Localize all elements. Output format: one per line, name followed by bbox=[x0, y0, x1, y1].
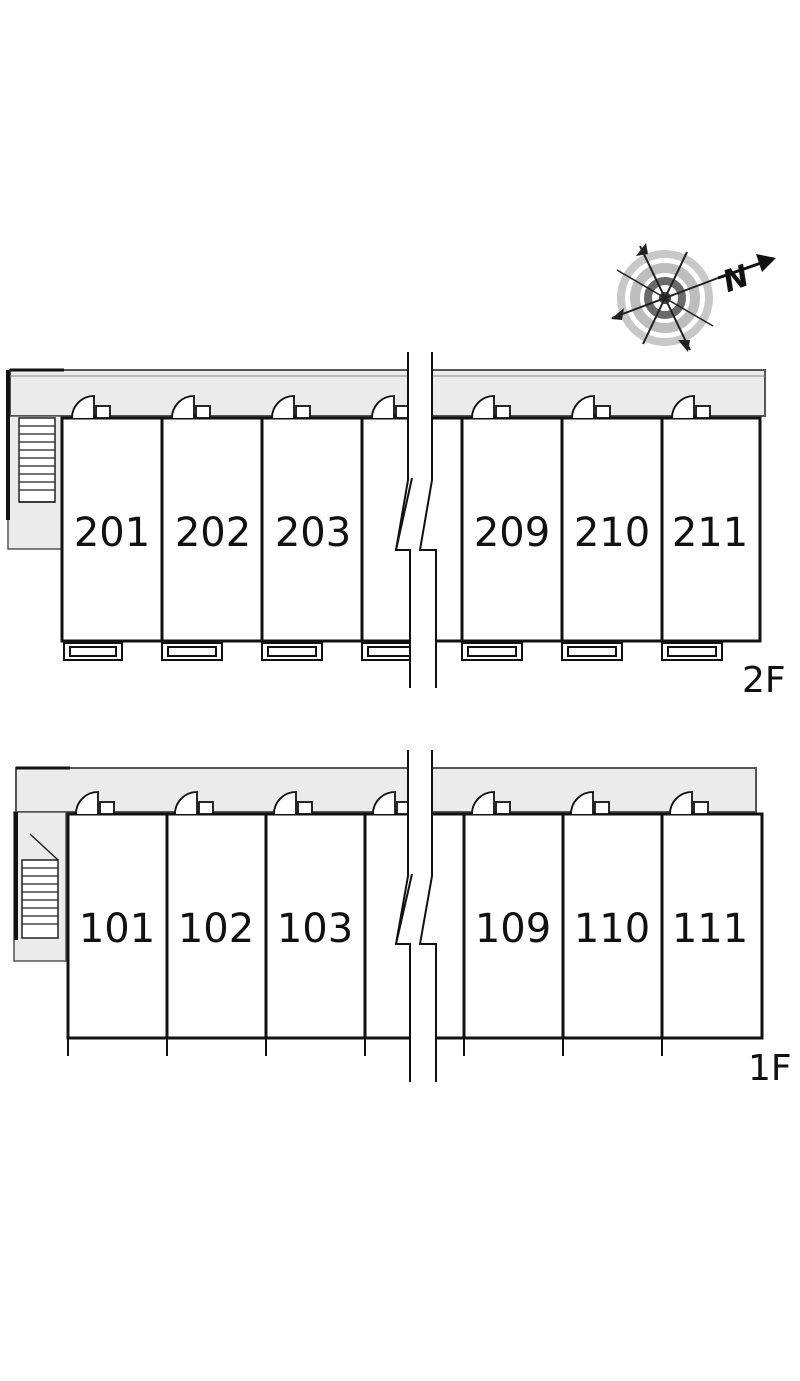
staircase-1f bbox=[21, 833, 59, 939]
room-number: 211 bbox=[672, 510, 748, 556]
floor-label-2f: 2F bbox=[742, 660, 786, 701]
compass-north-label: N bbox=[718, 258, 754, 299]
room-number: 101 bbox=[79, 906, 155, 952]
door-icon bbox=[71, 395, 711, 419]
unit-211 bbox=[660, 416, 762, 643]
wall-ticks bbox=[67, 1038, 663, 1056]
room-number: 203 bbox=[275, 510, 351, 556]
room-number: 210 bbox=[574, 510, 650, 556]
staircase-2f bbox=[18, 417, 56, 503]
balcony bbox=[63, 642, 723, 661]
break-mark bbox=[396, 352, 438, 688]
room-number: 109 bbox=[475, 906, 551, 952]
unit-103 bbox=[264, 812, 367, 1040]
floor-label-1f: 1F bbox=[748, 1048, 792, 1089]
unit-210 bbox=[560, 416, 664, 643]
floor-2f-plan bbox=[6, 352, 766, 688]
room-labels-2f: 201 202 203 209 210 211 bbox=[74, 510, 748, 556]
room-number: 103 bbox=[277, 906, 353, 952]
unit-102 bbox=[165, 812, 268, 1040]
room-number: 102 bbox=[178, 906, 254, 952]
room-number: 201 bbox=[74, 510, 150, 556]
floor-1f-plan bbox=[13, 750, 764, 1082]
unit-110 bbox=[561, 812, 664, 1040]
break-mark bbox=[396, 750, 438, 1082]
room-number: 111 bbox=[672, 906, 748, 952]
compass-icon bbox=[611, 243, 776, 352]
room-number: 110 bbox=[574, 906, 650, 952]
room-number: 209 bbox=[474, 510, 550, 556]
unit-209 bbox=[460, 416, 564, 643]
unit-111 bbox=[660, 812, 764, 1040]
room-labels-1f: 101 102 103 109 110 111 bbox=[79, 906, 748, 952]
unit-101 bbox=[66, 812, 169, 1040]
room-number: 202 bbox=[175, 510, 251, 556]
unit-201 bbox=[60, 416, 164, 643]
